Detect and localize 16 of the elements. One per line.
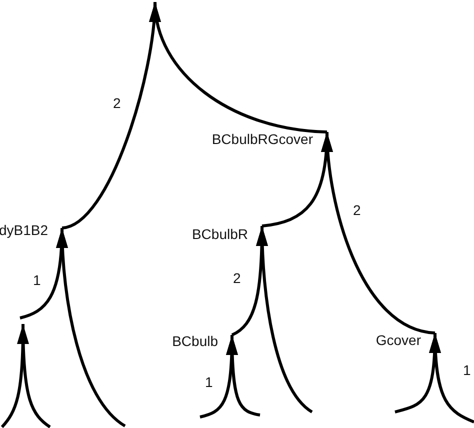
edge-label: 1 xyxy=(32,272,42,288)
node-label: BCbulbR xyxy=(192,226,262,242)
arrow xyxy=(322,132,436,334)
edge-label: 1 xyxy=(204,374,214,390)
node-label: BCbulbRGcover xyxy=(212,131,327,147)
arrow xyxy=(56,228,126,428)
arrow xyxy=(226,334,260,416)
node-label: BCbulb xyxy=(172,333,232,349)
edge-label: 1 xyxy=(462,362,472,378)
edge-label: 2 xyxy=(352,202,362,218)
node-label: Gcover xyxy=(376,332,435,348)
edge-label: 2 xyxy=(232,270,242,286)
edge-label: 2 xyxy=(112,95,122,111)
arrow xyxy=(429,332,474,424)
arrow xyxy=(256,226,313,414)
arrow xyxy=(150,2,328,134)
